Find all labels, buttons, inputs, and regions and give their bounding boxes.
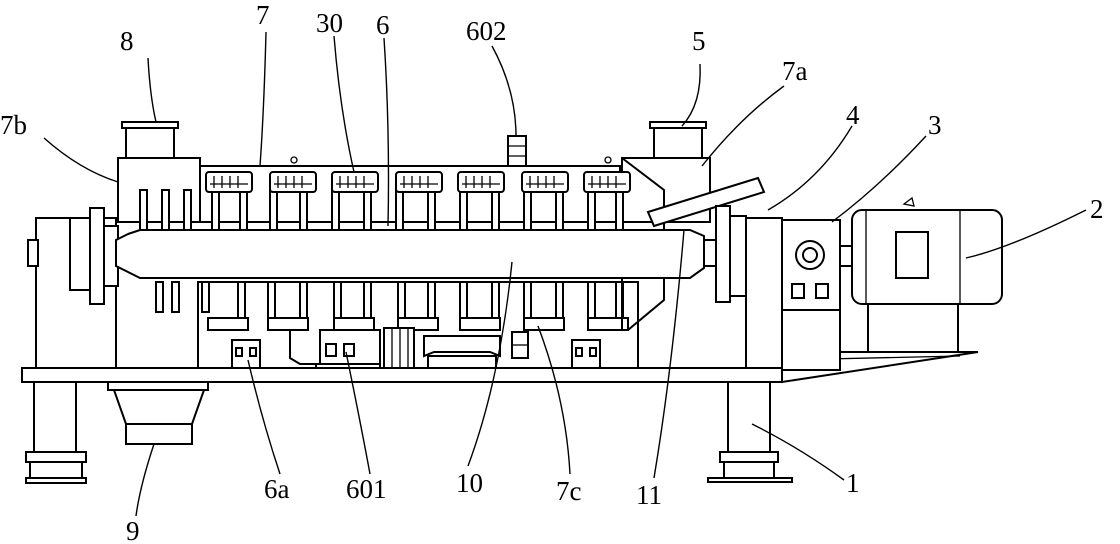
label-602: 602 <box>466 16 507 46</box>
label-3: 3 <box>928 110 942 140</box>
leader-7 <box>259 31 267 167</box>
label-11: 11 <box>636 480 662 510</box>
label-6a: 6a <box>264 474 290 504</box>
leader-9 <box>135 443 155 517</box>
top-cover-units <box>205 156 631 193</box>
label-7b: 7b <box>0 110 27 140</box>
cover-unit <box>395 171 443 193</box>
motor <box>839 196 1003 353</box>
leader-1 <box>751 423 845 481</box>
leader-6a <box>247 359 281 475</box>
outlet-hopper <box>107 381 209 445</box>
leader-lines <box>43 31 1087 517</box>
leader-11 <box>653 229 685 479</box>
leader-602 <box>491 45 517 137</box>
left-leg <box>25 381 87 484</box>
label-2: 2 <box>1090 194 1104 224</box>
label-601: 601 <box>346 474 387 504</box>
leader-5 <box>681 63 701 127</box>
leader-601 <box>345 351 371 475</box>
gearbox <box>781 219 841 311</box>
label-4: 4 <box>846 100 860 130</box>
cover-unit <box>269 156 317 193</box>
right-leg <box>707 381 793 483</box>
lower-drive-assembly <box>289 327 529 369</box>
leader-4 <box>767 125 853 211</box>
leader-30 <box>333 35 355 173</box>
leader-2 <box>965 209 1087 259</box>
top-ports <box>121 121 707 159</box>
main-shaft <box>115 229 723 279</box>
cover-unit <box>331 171 379 193</box>
leader-10 <box>467 261 513 467</box>
cover-unit <box>583 156 631 193</box>
label-5: 5 <box>692 26 706 56</box>
leader-3 <box>831 135 927 223</box>
leader-7b <box>43 137 119 183</box>
label-7a: 7a <box>782 56 808 86</box>
lower-paddles <box>155 281 624 319</box>
cover-unit <box>457 171 505 193</box>
label-7: 7 <box>256 0 270 30</box>
leader-7c <box>537 325 571 475</box>
leader-6 <box>383 37 390 227</box>
label-7c: 7c <box>556 476 582 506</box>
left-bearing-pedestal <box>27 207 119 369</box>
label-1: 1 <box>846 468 860 498</box>
top-fitting <box>507 135 527 167</box>
cover-unit <box>205 171 253 193</box>
leader-8 <box>147 57 157 123</box>
label-6: 6 <box>376 10 390 40</box>
cover-unit <box>521 171 569 193</box>
bottom-supports <box>231 339 601 369</box>
leader-7a <box>701 85 785 167</box>
label-8: 8 <box>120 26 134 56</box>
inclined-pipe <box>646 176 766 228</box>
label-10: 10 <box>456 468 483 498</box>
label-9: 9 <box>126 516 140 544</box>
label-30: 30 <box>316 8 343 38</box>
